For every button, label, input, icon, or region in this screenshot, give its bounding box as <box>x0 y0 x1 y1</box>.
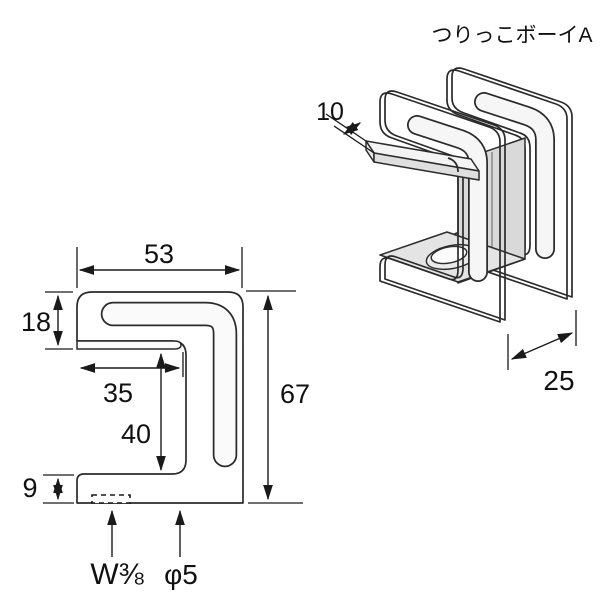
side-l-slot <box>102 303 236 466</box>
dim-lip-label: 9 <box>22 473 37 503</box>
callout-thread: W⅜ <box>90 509 145 591</box>
side-profile-body <box>76 291 244 504</box>
front-plate-corner-overlay <box>447 157 459 173</box>
dim-arm-label: 18 <box>21 307 51 337</box>
front-plate-slot <box>408 116 487 281</box>
dim-depth-25: 25 <box>507 310 577 396</box>
dim-width-53: 53 <box>76 239 243 288</box>
dim-tab-depth-35: 35 <box>79 352 184 408</box>
dim-height-67: 67 <box>246 290 310 504</box>
dim-tab-width-label: 10 <box>316 98 344 126</box>
dim-height-label: 67 <box>280 379 310 409</box>
thread-label: W⅜ <box>90 558 144 591</box>
tab-shelf <box>365 140 480 181</box>
dim-opening-40: 40 <box>121 352 166 472</box>
dim-tab-width-10: 10 <box>316 98 375 154</box>
tab-front-face <box>373 152 480 181</box>
side-tab-edge <box>76 340 182 350</box>
hole-label: φ5 <box>164 559 198 590</box>
front-plate-far-face <box>384 90 506 321</box>
back-plate-slot <box>475 93 554 258</box>
side-view: 53 18 35 40 67 9 <box>21 239 310 591</box>
dim-arm-18: 18 <box>21 291 73 350</box>
dim-tab-depth-label: 35 <box>103 378 133 408</box>
dim-lip-9: 9 <box>22 473 74 504</box>
front-plate <box>379 92 501 323</box>
dim-opening-label: 40 <box>121 419 151 449</box>
iso-view: 10 25 <box>316 67 577 396</box>
thread-hole-marker <box>91 494 131 504</box>
dim-width-label: 53 <box>144 239 174 269</box>
product-title: つりっこボーイA <box>431 24 592 47</box>
dim-depth-label: 25 <box>543 365 574 396</box>
callout-hole: φ5 <box>164 509 198 590</box>
